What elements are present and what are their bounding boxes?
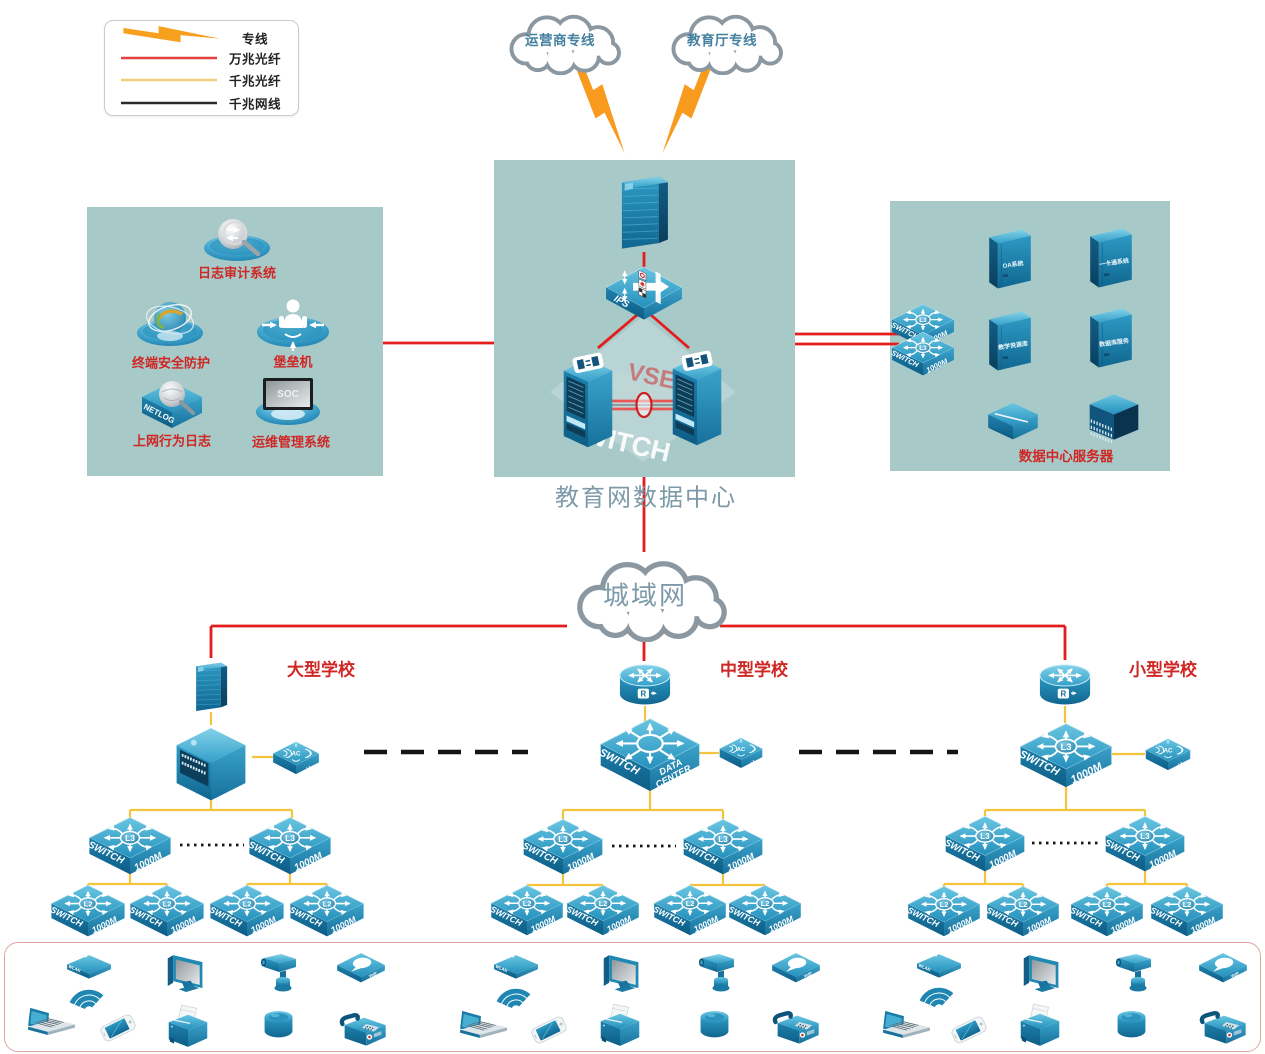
security-item-label-0: 日志审计系统 xyxy=(197,265,277,281)
medium-school-router xyxy=(612,659,678,709)
core-switch-right xyxy=(671,349,723,447)
dc-access-switch-bottom xyxy=(891,331,955,376)
small-school-ac xyxy=(1145,738,1191,771)
small-school-l2-2 xyxy=(986,885,1060,937)
terminal-voip-terminal-1 xyxy=(337,952,385,982)
school-large-label: 大型学校 xyxy=(287,660,355,680)
small-school-l2-1 xyxy=(907,885,981,937)
terminal-desktop-pc-2 xyxy=(603,955,639,992)
small-school-l3-1 xyxy=(944,815,1026,872)
terminal-smartphone-3 xyxy=(949,1015,989,1045)
medium-school-core xyxy=(599,717,701,792)
terminal-fax-machine-2 xyxy=(769,1008,823,1048)
security-item-label-3: 上网行为日志 xyxy=(132,433,212,449)
large-school-l3-1 xyxy=(88,816,172,875)
terminal-printer-2 xyxy=(600,1003,640,1047)
small-school-l3-2 xyxy=(1104,815,1186,872)
small-school-core-l3 xyxy=(1019,722,1113,788)
large-school-l3-2 xyxy=(248,816,332,875)
terminal-laptop-2 xyxy=(459,1010,508,1039)
legend-item-label: 千兆光纤 xyxy=(228,74,282,89)
medium-school-l2-4 xyxy=(728,884,802,936)
terminal-dome-camera-3 xyxy=(1117,1011,1145,1038)
medium-school-l3-2 xyxy=(682,818,764,875)
security-item-label-4: 运维管理系统 xyxy=(251,434,331,450)
terminal-smartphone-2 xyxy=(529,1015,569,1045)
medium-school-l2-2 xyxy=(566,884,640,936)
terminal-desktop-pc-1 xyxy=(167,955,203,992)
terminal-fax-machine-3 xyxy=(1196,1008,1250,1048)
medium-school-l2-1 xyxy=(490,884,564,936)
legend-panel: 专线万兆光纤千兆光纤千兆网线 xyxy=(104,20,299,116)
dc-disk-array xyxy=(1089,393,1139,443)
terminal-dome-camera-2 xyxy=(700,1011,728,1038)
terminal-printer-1 xyxy=(168,1004,208,1048)
link-medium-core-l3 xyxy=(561,789,725,819)
terminal-printer-3 xyxy=(1020,1003,1060,1047)
core-switch-left xyxy=(562,351,614,449)
large-school-core xyxy=(176,727,246,800)
large-school-l2-2 xyxy=(129,884,205,937)
small-school-l2-4 xyxy=(1150,885,1224,937)
medium-school-l2-3 xyxy=(653,884,727,936)
terminal-laptop-3 xyxy=(882,1010,931,1039)
large-school-l2-4 xyxy=(289,884,365,937)
legend-item-label: 专线 xyxy=(241,32,269,47)
small-school-router xyxy=(1032,659,1098,709)
terminal-ptz-camera-2 xyxy=(699,953,734,991)
large-school-firewall xyxy=(195,662,228,712)
legend-item-label: 千兆网线 xyxy=(228,97,282,112)
security-item-label-1: 终端安全防护 xyxy=(131,355,211,371)
medium-school-l3-1 xyxy=(522,818,604,875)
large-school-l2-1 xyxy=(50,884,126,937)
cloud-man-label: 城域网 xyxy=(602,581,688,611)
terminal-desktop-pc-3 xyxy=(1023,955,1059,992)
school-medium-label: 中型学校 xyxy=(720,660,788,680)
terminal-voip-terminal-3 xyxy=(1199,952,1247,982)
link-man-to-large xyxy=(209,624,567,658)
terminal-fax-machine-1 xyxy=(336,1010,390,1050)
terminal-wireless-ap-3 xyxy=(916,945,962,978)
terminal-ptz-camera-3 xyxy=(1116,953,1151,991)
legend-lightning-icon xyxy=(123,26,221,43)
terminal-voip-terminal-2 xyxy=(772,952,820,982)
security-item-label-2: 堡垒机 xyxy=(273,354,313,370)
large-school-ac xyxy=(272,740,320,775)
security-zone-panel xyxy=(87,207,383,476)
school-small-label: 小型学校 xyxy=(1129,660,1197,680)
terminal-ptz-camera-1 xyxy=(261,953,296,991)
terminal-wireless-ap-2 xyxy=(493,946,539,979)
terminal-dome-camera-1 xyxy=(264,1011,292,1038)
dc-storage xyxy=(987,402,1039,441)
core-ips xyxy=(601,263,687,326)
core-caption: 教育网数据中心 xyxy=(555,485,737,512)
cloud-isp-label: 运营商专线 xyxy=(525,33,595,48)
large-school-l2-3 xyxy=(209,884,285,937)
link-small-core-l3 xyxy=(983,786,1147,816)
terminal-laptop-1 xyxy=(27,1007,76,1036)
core-firewall xyxy=(621,176,669,250)
terminal-wireless-ap-1 xyxy=(66,946,112,979)
server-zone-caption: 数据中心服务器 xyxy=(1018,449,1114,464)
medium-school-ac xyxy=(719,736,763,768)
cloud-edu-label: 教育厅专线 xyxy=(687,33,757,48)
legend-item-label: 万兆光纤 xyxy=(228,52,282,67)
small-school-l2-3 xyxy=(1070,885,1144,937)
terminal-smartphone-1 xyxy=(98,1013,138,1043)
